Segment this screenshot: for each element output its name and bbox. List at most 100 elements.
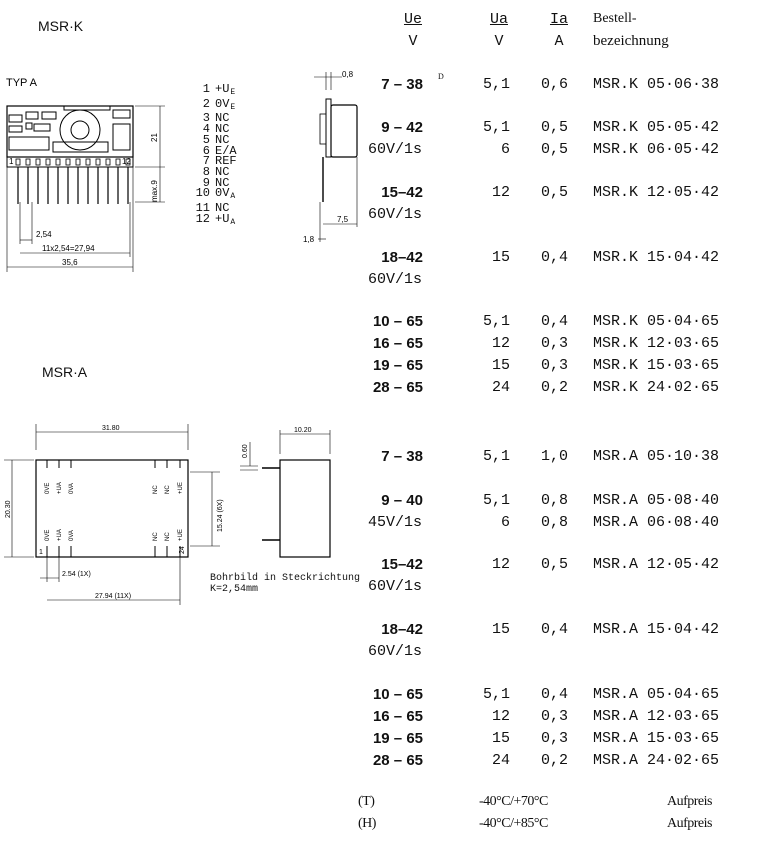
pin-row-item: 12+UA <box>192 211 237 229</box>
pin-mark-1: 1 <box>39 549 43 556</box>
option-code: (H) <box>358 816 376 831</box>
msr-k-row-voltage-range: 28 – 65 <box>372 379 423 396</box>
msr-a-row-output-current: 0,4 <box>541 621 569 638</box>
msr-k-row-order-code-2: MSR.K 06·05·42 <box>593 141 720 158</box>
pin-pad <box>85 158 91 166</box>
pin-label: NC <box>165 532 171 541</box>
msr-a-row-voltage-range: 19 – 65 <box>372 730 423 747</box>
msr-k-row-output-current: 0,5 <box>541 184 569 201</box>
msr-a-row-output-current-2: 0,8 <box>541 514 569 531</box>
msr-a-row-output-current: 1,0 <box>541 448 569 465</box>
header-order-2: bezeichnung <box>593 33 669 49</box>
dim-254: 2,54 <box>36 230 52 239</box>
msr-k-row-voltage-range: 19 – 65 <box>372 357 423 374</box>
msr-a-row-order-code: MSR.A 05·08·40 <box>593 492 720 509</box>
pin-label: NC <box>153 485 159 494</box>
section-title-msr-k: MSR·K <box>38 18 84 34</box>
pin-row-item: 1+UE <box>192 83 237 99</box>
pin-pad <box>55 158 61 166</box>
msr-k-row-voltage-range: 7 – 38 <box>381 76 423 93</box>
msr-a-row-output-voltage: 24 <box>491 752 510 769</box>
temperature-range: -40°C/+85°C <box>479 816 548 831</box>
msr-k-row-output-current: 0,3 <box>541 335 569 352</box>
msr-k-row-output-voltage: 5,1 <box>482 76 510 93</box>
msr-a-row-output-current: 0,4 <box>541 686 569 703</box>
msr-a-row-order-code: MSR.A 15·04·42 <box>593 621 720 638</box>
msr-a-row-voltage-range: 7 – 38 <box>381 448 423 465</box>
pin-label: NC <box>153 532 159 541</box>
msr-k-row-surge-rating: 60V/1s <box>368 206 423 223</box>
dim-max9: max.9 <box>150 180 159 202</box>
msr-k-row-surge-rating: 60V/1s <box>368 141 423 158</box>
pin-number: 6 <box>202 143 210 158</box>
dim-side-width: 10.20 <box>294 427 312 434</box>
dim-top: 31.80 <box>102 425 120 432</box>
msr-k-row-output-current: 0,6 <box>541 76 569 93</box>
pin-function: NC <box>215 175 230 190</box>
pin-label: +UA <box>57 529 63 541</box>
pin-subscript: E <box>230 102 236 112</box>
msr-a-row-surge-rating: 60V/1s <box>368 643 423 660</box>
footnote-mark: D <box>438 72 444 81</box>
pin-number: 3 <box>202 111 210 126</box>
dim-pitch: 11x2,54=27,94 <box>42 244 95 253</box>
pin-function: 0V <box>215 186 230 201</box>
msr-k-row-order-code: MSR.K 05·06·38 <box>593 76 720 93</box>
pin-row <box>15 158 131 204</box>
msr-a-row-order-code: MSR.A 15·03·65 <box>593 730 720 747</box>
msr-a-row-output-voltage: 12 <box>491 708 510 725</box>
msr-k-row-output-voltage: 5,1 <box>482 119 510 136</box>
drill-note-2: K=2,54mm <box>210 584 259 595</box>
dim-side-pin: 0.60 <box>242 444 249 458</box>
pin-number: 10 <box>195 186 210 201</box>
msr-a-row-voltage-range: 15–42 <box>381 556 423 573</box>
pin-function: +U <box>215 211 230 226</box>
msr-a-row-output-voltage: 5,1 <box>482 492 510 509</box>
pin-mark-24: 24 <box>179 546 186 554</box>
msr-k-row-order-code: MSR.K 12·03·65 <box>593 335 720 352</box>
dim-left: 20.30 <box>5 500 12 518</box>
msr-a-row-surge-rating: 60V/1s <box>368 578 423 595</box>
msr-k-row-voltage-range: 10 – 65 <box>372 313 423 330</box>
pin-function: NC <box>215 111 230 126</box>
pin-row-item: 3 NC <box>192 111 237 126</box>
pin-label: NC <box>165 485 171 494</box>
msr-k-row-output-voltage: 15 <box>491 357 510 374</box>
dim-bottom-1: 2.54 (1X) <box>62 571 91 578</box>
msr-a-row-output-current: 0,3 <box>541 708 569 725</box>
surcharge-label: Aufpreis <box>667 794 713 809</box>
msr-a-row-output-current: 0,5 <box>541 556 569 573</box>
pin-function: NC <box>215 132 230 147</box>
pin-row-item: 10 0VA <box>192 186 237 203</box>
temperature-range: -40°C/+70°C <box>479 794 548 809</box>
pin-label: 0VA <box>69 530 75 541</box>
msr-a-row-output-current: 0,8 <box>541 492 569 509</box>
pin-function: NC <box>215 201 230 216</box>
module-top-view <box>35 459 189 558</box>
pin1-mark: 1 <box>9 157 14 166</box>
msr-a-row-output-current: 0,3 <box>541 730 569 747</box>
msr-k-row-output-voltage: 15 <box>491 249 510 266</box>
msr-a-row-order-code: MSR.A 12·05·42 <box>593 556 720 573</box>
pin12-mark: 12 <box>122 157 131 166</box>
msr-k-row-output-current: 0,2 <box>541 379 569 396</box>
msr-a-row-output-voltage: 5,1 <box>482 448 510 465</box>
msr-k-row-output-voltage: 12 <box>491 335 510 352</box>
msr-k-row-order-code: MSR.K 24·02·65 <box>593 379 720 396</box>
msr-k-row-order-code: MSR.K 15·04·42 <box>593 249 720 266</box>
dim-right: 15.24 (6X) <box>217 499 224 532</box>
drill-note-1: Bohrbild in Steckrichtung <box>210 573 361 584</box>
pin-subscript: A <box>230 192 236 202</box>
dim-bottom-2: 27.94 (11X) <box>95 593 131 600</box>
pin-subscript: E <box>230 88 236 97</box>
msr-a-row-output-voltage-2: 6 <box>500 514 510 531</box>
pin-pad <box>115 158 121 166</box>
pin-function: NC <box>215 164 230 179</box>
msr-a-row-surge-rating: 45V/1s <box>368 514 423 531</box>
